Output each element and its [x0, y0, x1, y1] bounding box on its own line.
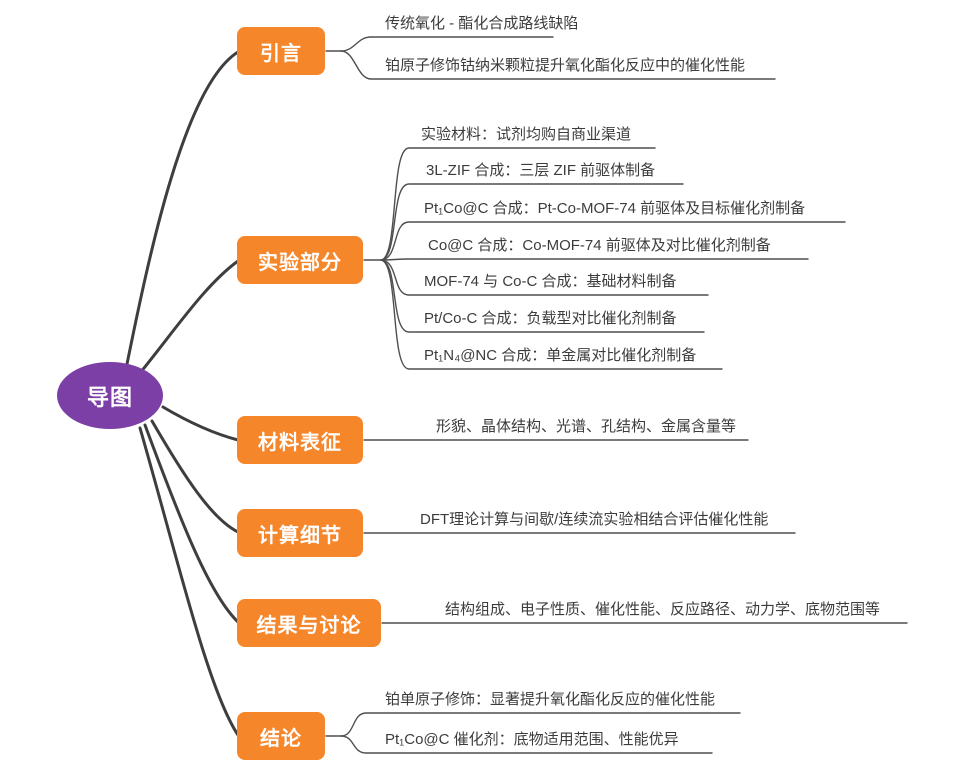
- branch-node-experimental[interactable]: 实验部分: [237, 236, 363, 284]
- leaf-topic[interactable]: 铂原子修饰钴纳米颗粒提升氧化酯化反应中的催化性能: [385, 57, 746, 74]
- branch-label: 引言: [260, 42, 302, 65]
- leaf-topic[interactable]: 形貌、晶体结构、光谱、孔结构、金属含量等: [436, 418, 737, 435]
- root-to-results-curve: [143, 423, 240, 624]
- leaf-topic[interactable]: 传统氧化 - 酯化合成路线缺陷: [385, 15, 579, 32]
- leaf-topic[interactable]: Pt₁Co@C 催化剂：底物适用范围、性能优异: [385, 731, 679, 748]
- branch-label: 材料表征: [258, 431, 342, 454]
- leaf-topic[interactable]: Co@C 合成：Co-MOF-74 前驱体及对比催化剂制备: [428, 237, 771, 254]
- branch-node-conclusion[interactable]: 结论: [237, 712, 325, 760]
- leaf-topic[interactable]: DFT理论计算与间歇/连续流实验相结合评估催化性能: [420, 511, 769, 528]
- root-to-experimental-curve: [138, 259, 240, 375]
- root-to-computation-curve: [150, 419, 240, 534]
- root-to-intro-curve: [124, 50, 240, 371]
- branch-node-computation[interactable]: 计算细节: [237, 509, 363, 557]
- branch-label: 实验部分: [258, 251, 342, 274]
- branch-node-results-discussion[interactable]: 结果与讨论: [237, 599, 381, 647]
- branch-label: 结果与讨论: [256, 614, 362, 637]
- leaf-topic[interactable]: 铂单原子修饰：显著提升氧化酯化反应的催化性能: [385, 691, 716, 708]
- branch-label: 计算细节: [258, 524, 342, 547]
- branch-label: 结论: [260, 727, 302, 750]
- root-topic-label: 导图: [86, 384, 133, 410]
- leaf-topic[interactable]: 结构组成、电子性质、催化性能、反应路径、动力学、底物范围等: [445, 601, 881, 618]
- leaf-topic[interactable]: 3L-ZIF 合成：三层 ZIF 前驱体制备: [426, 162, 656, 179]
- branch-node-characterization[interactable]: 材料表征: [237, 416, 363, 464]
- leaf-topic[interactable]: Pt₁Co@C 合成：Pt-Co-MOF-74 前驱体及目标催化剂制备: [424, 200, 806, 217]
- branch-node-intro[interactable]: 引言: [237, 27, 325, 75]
- root-topic[interactable]: 导图: [57, 362, 163, 429]
- leaf-topic[interactable]: 实验材料：试剂均购自商业渠道: [421, 126, 632, 143]
- leaf-topic[interactable]: MOF-74 与 Co-C 合成：基础材料制备: [424, 273, 677, 290]
- leaf-topic[interactable]: Pt₁N₄@NC 合成：单金属对比催化剂制备: [424, 347, 697, 364]
- leaf-topic[interactable]: Pt/Co-C 合成：负载型对比催化剂制备: [424, 310, 677, 327]
- root-to-conclusion-curve: [138, 426, 240, 737]
- root-to-characterization-curve: [161, 405, 240, 442]
